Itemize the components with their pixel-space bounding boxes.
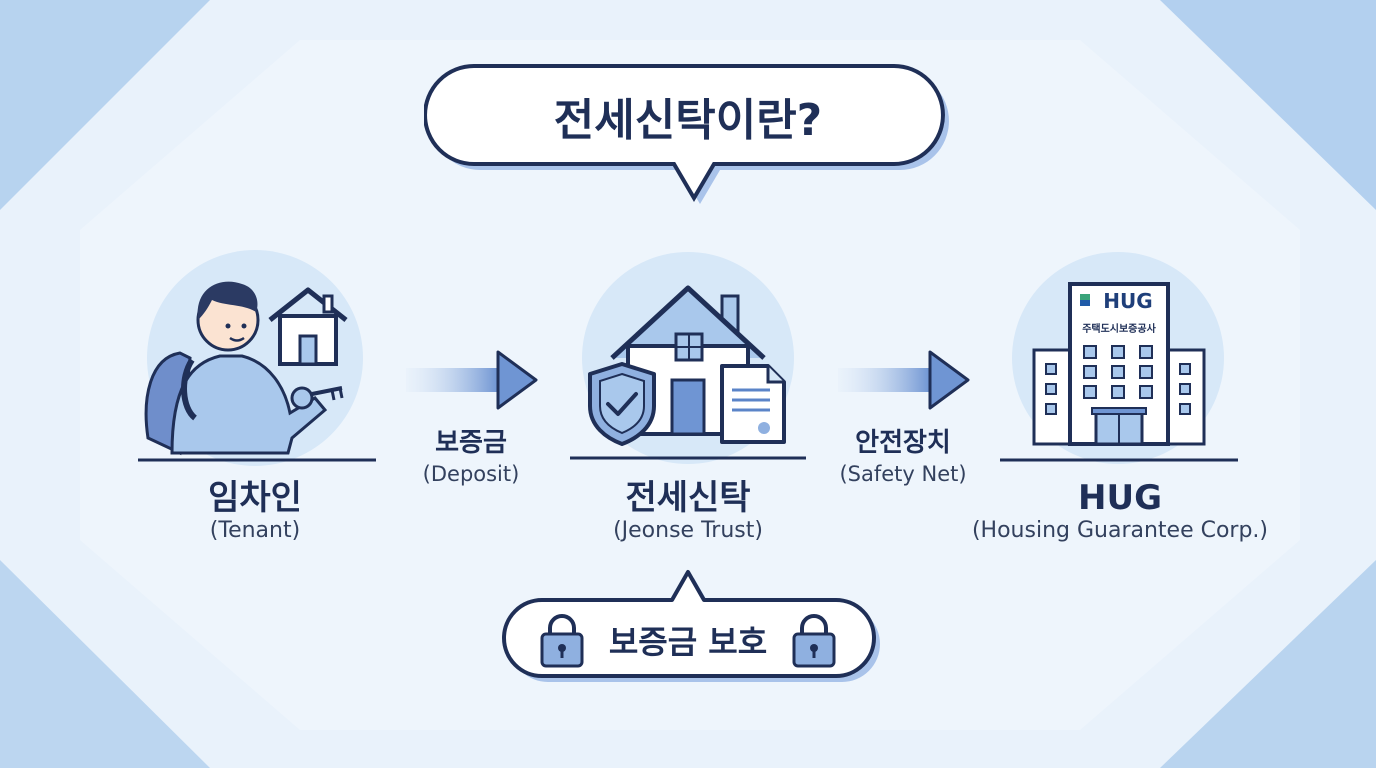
tenant-illustration (138, 250, 376, 466)
title-bubble (424, 64, 949, 204)
jeonse-trust-sublabel: (Jeonse Trust) (613, 518, 763, 543)
tenant-label: 임차인 (208, 478, 302, 518)
lock-icon (792, 614, 836, 668)
safety-net-label: 안전장치 (855, 428, 951, 458)
hug-label: HUG (1078, 478, 1162, 518)
hug-logo-icon (1080, 294, 1090, 306)
shield-check-icon (588, 362, 656, 446)
lock-icon (540, 614, 584, 668)
safety-net-arrow (838, 350, 970, 410)
protection-badge-label: 보증금 보호 (608, 623, 768, 661)
protection-badge (502, 570, 880, 682)
hug-building-illustration: HUG 주택도시보증공사 (1000, 252, 1238, 464)
key-icon (290, 386, 344, 410)
deposit-arrow (406, 350, 538, 410)
hug-sign-name: 주택도시보증공사 (1082, 322, 1156, 335)
hug-sign-logo: HUG (1103, 289, 1152, 313)
page-title: 전세신탁이란? (553, 95, 823, 146)
deposit-label: 보증금 (435, 428, 507, 458)
safety-net-sublabel: (Safety Net) (839, 462, 967, 486)
tenant-sublabel: (Tenant) (209, 518, 301, 543)
home-icon (268, 287, 348, 366)
hug-sublabel: (Housing Guarantee Corp.) (971, 518, 1269, 543)
jeonse-trust-illustration (570, 252, 806, 464)
document-icon (720, 364, 786, 444)
deposit-sublabel: (Deposit) (422, 462, 520, 486)
jeonse-trust-label: 전세신탁 (625, 478, 751, 518)
